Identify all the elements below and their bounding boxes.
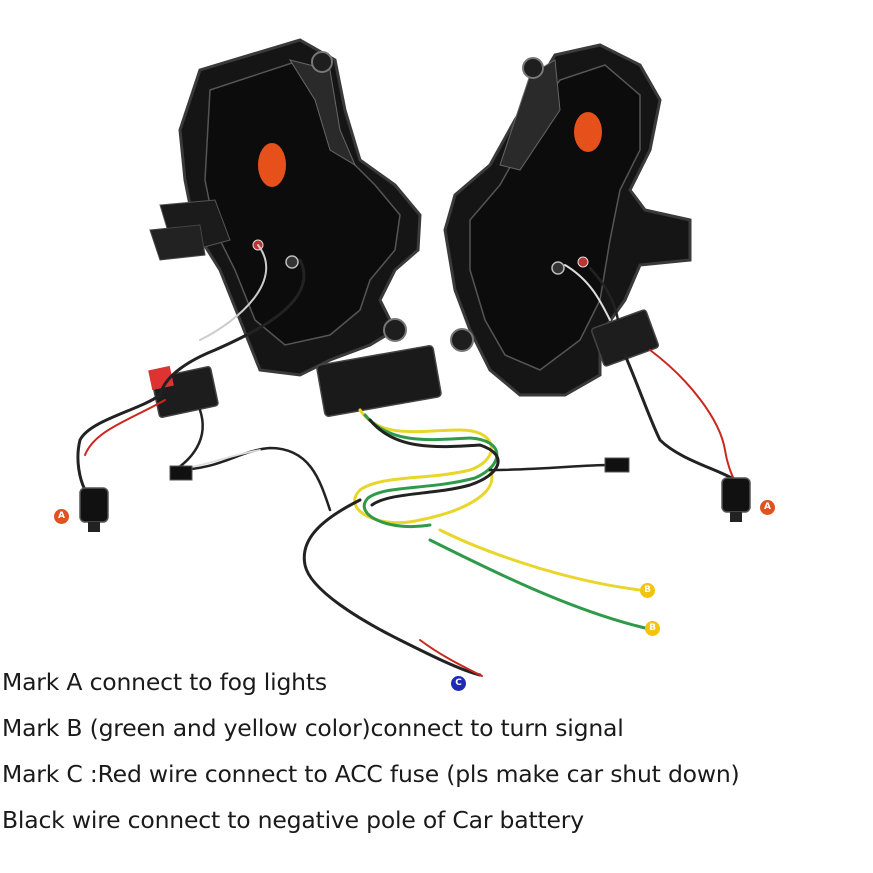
mark-c-badge: C xyxy=(451,676,466,691)
mark-a-right-badge: A xyxy=(760,500,775,515)
mark-b-green-badge: B xyxy=(645,621,660,636)
left-fog-light-housing xyxy=(149,38,422,377)
plug-connectors xyxy=(79,457,751,532)
right-fog-light-housing xyxy=(443,43,692,397)
caption-black-wire: Black wire connect to negative pole of C… xyxy=(2,806,584,834)
mark-b-yellow-badge: B xyxy=(640,583,655,598)
caption-mark-c: Mark C :Red wire connect to ACC fuse (pl… xyxy=(2,760,740,788)
wiring-harness xyxy=(76,244,739,677)
mark-a-left-badge: A xyxy=(54,509,69,524)
caption-mark-b: Mark B (green and yellow color)connect t… xyxy=(2,714,624,742)
caption-mark-a: Mark A connect to fog lights xyxy=(2,668,327,696)
fog-light-wiring-photo xyxy=(76,38,751,677)
